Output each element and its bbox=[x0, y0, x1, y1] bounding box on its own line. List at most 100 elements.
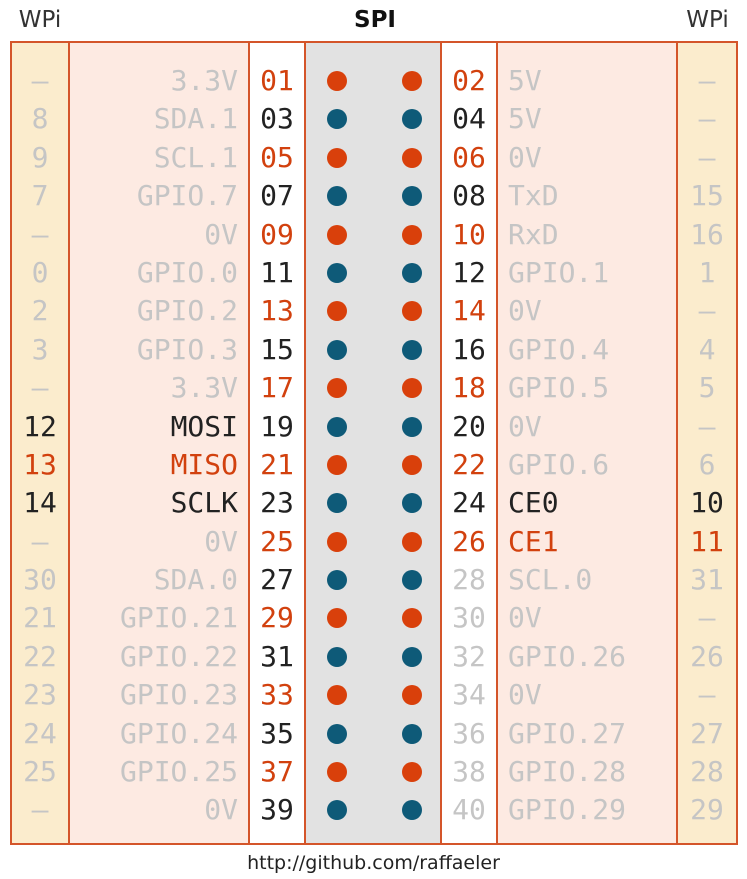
wpi-left: 24 bbox=[23, 716, 57, 750]
pin-number-left: 13 bbox=[260, 294, 294, 328]
wpi-left: 14 bbox=[23, 486, 57, 520]
pin-number-left: 21 bbox=[260, 447, 294, 481]
pin-dot-right bbox=[402, 224, 422, 245]
pin-dot-right bbox=[402, 570, 422, 591]
pin-number-left: 05 bbox=[260, 140, 294, 174]
pin-name-right: TxD bbox=[508, 179, 559, 213]
wpi-right: 11 bbox=[690, 524, 724, 558]
pin-number-right: 18 bbox=[452, 371, 486, 405]
pin-dot-left bbox=[327, 685, 347, 706]
pin-name-left: GPIO.2 bbox=[136, 294, 238, 328]
pin-name-left: GPIO.0 bbox=[136, 255, 238, 289]
pin-dot-right bbox=[402, 685, 422, 706]
pin-name-left: SCL.1 bbox=[153, 140, 238, 174]
wpi-right: 6 bbox=[698, 447, 716, 481]
wpi-right: 4 bbox=[698, 332, 716, 366]
pin-number-right: 14 bbox=[452, 294, 486, 328]
pin-name-left: 0V bbox=[204, 217, 238, 251]
pin-number-left: 33 bbox=[260, 678, 294, 712]
pin-number-right: 20 bbox=[452, 409, 486, 443]
pin-column-left bbox=[248, 41, 306, 845]
pin-dot-left bbox=[327, 762, 347, 783]
wpi-left: 2 bbox=[31, 294, 49, 328]
pin-name-left: GPIO.25 bbox=[119, 755, 238, 789]
wpi-left: 22 bbox=[23, 639, 57, 673]
wpi-left: 3 bbox=[31, 332, 49, 366]
wpi-left: – bbox=[31, 524, 49, 558]
wpi-right: 31 bbox=[690, 563, 724, 597]
wpi-left: – bbox=[31, 371, 49, 405]
wpi-right: – bbox=[698, 294, 716, 328]
wpi-header-right: WPi bbox=[686, 7, 729, 33]
pin-dot-left bbox=[327, 186, 347, 207]
pin-name-left: GPIO.7 bbox=[136, 179, 238, 213]
pin-number-right: 40 bbox=[452, 793, 486, 827]
wpi-right: 28 bbox=[690, 755, 724, 789]
pin-name-left: 0V bbox=[204, 524, 238, 558]
pin-dot-left bbox=[327, 301, 347, 322]
wpi-left: 8 bbox=[31, 102, 49, 136]
pin-dot-right bbox=[402, 339, 422, 360]
wpi-left: – bbox=[31, 64, 49, 97]
pin-name-right: 0V bbox=[508, 678, 542, 712]
pin-name-right: GPIO.26 bbox=[508, 639, 627, 673]
pin-number-left: 07 bbox=[260, 179, 294, 213]
pin-number-right: 32 bbox=[452, 639, 486, 673]
pin-number-right: 30 bbox=[452, 601, 486, 635]
pin-dot-right bbox=[402, 147, 422, 168]
header-connector-strip bbox=[306, 41, 440, 845]
pin-dot-left bbox=[327, 339, 347, 360]
wpi-left: 9 bbox=[31, 140, 49, 174]
pin-dot-left bbox=[327, 646, 347, 667]
pin-number-left: 29 bbox=[260, 601, 294, 635]
pin-dot-right bbox=[402, 723, 422, 744]
pin-number-right: 28 bbox=[452, 563, 486, 597]
pin-number-left: 19 bbox=[260, 409, 294, 443]
pin-number-left: 35 bbox=[260, 716, 294, 750]
wpi-right: 26 bbox=[690, 639, 724, 673]
wpi-column-left bbox=[10, 41, 70, 845]
pin-number-right: 26 bbox=[452, 524, 486, 558]
pin-number-right: 04 bbox=[452, 102, 486, 136]
pin-dot-left bbox=[327, 531, 347, 552]
pin-dot-right bbox=[402, 262, 422, 283]
wpi-left: 25 bbox=[23, 755, 57, 789]
pin-number-left: 01 bbox=[260, 64, 294, 97]
pin-dot-right bbox=[402, 762, 422, 783]
footer-url: http://github.com/raffaeler bbox=[247, 852, 500, 874]
pin-dot-right bbox=[402, 109, 422, 130]
pin-dot-left bbox=[327, 71, 347, 91]
pin-dot-left bbox=[327, 416, 347, 437]
pin-name-right: RxD bbox=[508, 217, 559, 251]
pin-name-right: GPIO.1 bbox=[508, 255, 610, 289]
pin-number-right: 22 bbox=[452, 447, 486, 481]
wpi-left: 12 bbox=[23, 409, 57, 443]
pin-number-left: 27 bbox=[260, 563, 294, 597]
wpi-right: – bbox=[698, 601, 716, 635]
wpi-right: – bbox=[698, 409, 716, 443]
pin-number-right: 24 bbox=[452, 486, 486, 520]
pin-name-left: GPIO.22 bbox=[119, 639, 238, 673]
wpi-left: 0 bbox=[31, 255, 49, 289]
pin-number-left: 03 bbox=[260, 102, 294, 136]
pin-name-right: GPIO.27 bbox=[508, 716, 627, 750]
pin-name-right: 0V bbox=[508, 294, 542, 328]
pin-number-right: 38 bbox=[452, 755, 486, 789]
pin-dot-right bbox=[402, 608, 422, 629]
pin-dot-left bbox=[327, 109, 347, 130]
pin-number-left: 37 bbox=[260, 755, 294, 789]
wpi-right: 10 bbox=[690, 486, 724, 520]
pin-dot-right bbox=[402, 186, 422, 207]
wpi-left: 7 bbox=[31, 179, 49, 213]
pin-number-left: 15 bbox=[260, 332, 294, 366]
pin-dot-right bbox=[402, 416, 422, 437]
